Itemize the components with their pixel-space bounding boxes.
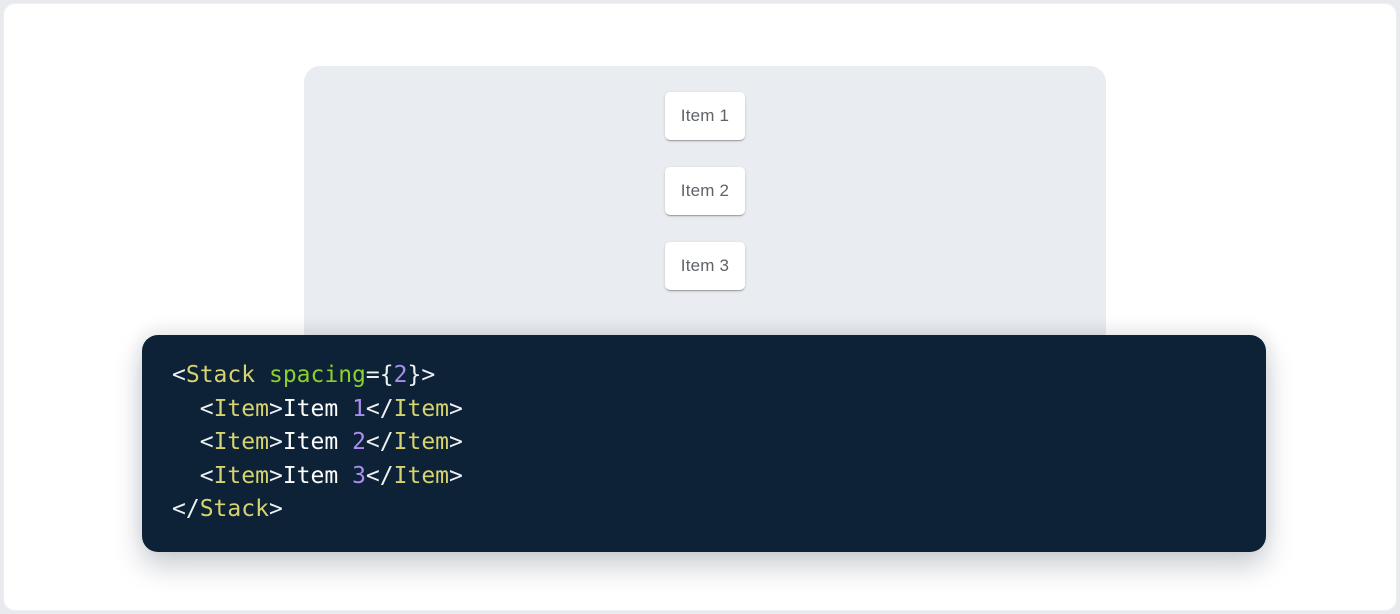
page-card: Item 1 Item 2 Item 3 <Stack spacing={2}>… [3,3,1397,611]
code-token-plain: Item [282,395,353,422]
code-snippet: <Stack spacing={2}> <Item>Item 1</Item> … [172,359,1236,527]
code-token-number: 3 [352,462,366,489]
code-token-plain [172,396,200,422]
code-line: <Item>Item 2</Item> [172,426,1236,460]
code-token-tag: Stack [185,362,256,388]
code-token-plain [172,429,200,455]
code-token-punct: </ [365,395,394,422]
code-token-punct: < [199,462,214,489]
stack-item-1: Item 1 [665,92,745,140]
code-token-punct: > [449,429,463,455]
code-token-punct: > [268,395,283,422]
code-token-punct: </ [365,429,394,455]
code-token-tag: Item [213,429,269,455]
code-line: </Stack> [172,493,1236,527]
code-token-tag: Item [393,395,450,422]
code-token-tag: Item [213,395,269,422]
code-token-punct: > [268,429,283,455]
stack-item-2: Item 2 [665,167,745,215]
code-token-tag: Stack [199,496,269,522]
code-token-punct: > [268,496,283,522]
code-token-punct: > [449,395,463,422]
code-token-punct: > [268,462,283,489]
code-token-number: 1 [352,395,366,422]
code-token-punct: </ [365,462,394,489]
code-token-plain [172,463,200,489]
code-token-punct: < [199,429,214,455]
stack-item-2-label: Item 2 [680,181,730,200]
code-line: <Stack spacing={2}> [172,359,1236,393]
code-block: <Stack spacing={2}> <Item>Item 1</Item> … [142,335,1266,552]
stack-item-3: Item 3 [665,242,745,290]
code-token-punct: > [449,462,463,489]
stack-item-3-label: Item 3 [680,256,730,275]
code-token-number: 2 [393,362,408,388]
code-token-punct: < [199,395,214,422]
code-token-tag: Item [393,429,450,455]
code-token-plain [255,362,269,388]
code-token-punct: }> [407,362,436,388]
code-token-plain: Item [282,462,353,489]
stack-item-1-label: Item 1 [680,106,730,125]
code-token-punct: ={ [365,362,394,388]
code-token-punct: </ [172,496,200,522]
code-token-plain: Item [282,429,353,455]
code-token-attr: spacing [268,362,366,388]
stack-demo-panel: Item 1 Item 2 Item 3 [304,66,1106,348]
code-token-number: 2 [352,429,366,455]
code-line: <Item>Item 3</Item> [172,460,1236,494]
code-token-punct: < [172,362,186,388]
code-token-tag: Item [393,462,450,489]
code-token-tag: Item [213,462,269,489]
code-line: <Item>Item 1</Item> [172,393,1236,427]
